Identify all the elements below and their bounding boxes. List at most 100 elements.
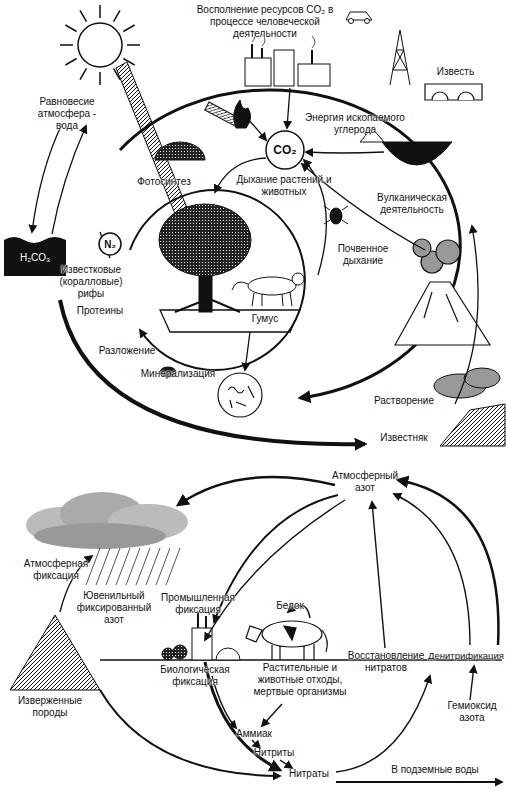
text-label: Денитрификация bbox=[428, 650, 504, 662]
nitrogen-flow-arrows bbox=[280, 760, 292, 768]
nitrogen-flow-arrows bbox=[336, 676, 430, 772]
text-label: Протеины bbox=[70, 305, 130, 317]
carbon-flow-arrows bbox=[455, 226, 478, 404]
circle-outline bbox=[266, 131, 304, 169]
text-label: Нитриты bbox=[250, 747, 298, 759]
animals bbox=[160, 206, 348, 377]
text-label: Атмосферная фиксация bbox=[18, 558, 94, 582]
animals bbox=[248, 277, 296, 295]
nitrogen-flow-arrows bbox=[252, 740, 260, 748]
circle-node: CO₂ bbox=[265, 130, 305, 170]
text-label: Растворение bbox=[368, 395, 440, 407]
carbon-flow-arrows bbox=[245, 332, 250, 370]
fertilizer-factory bbox=[162, 612, 240, 660]
cow bbox=[246, 626, 262, 642]
equilibrium-arrows bbox=[32, 124, 62, 232]
nitrogen-flow-arrows bbox=[205, 500, 345, 640]
text-label: Энергия ископаемого углерода bbox=[305, 112, 405, 136]
sun bbox=[78, 23, 122, 67]
microbe-circle bbox=[218, 373, 262, 417]
text-label: Восполнение ресурсов CO₂ в процессе чело… bbox=[190, 4, 340, 40]
factory bbox=[298, 64, 330, 86]
cow bbox=[284, 626, 296, 640]
carbon-flow-arrows bbox=[100, 88, 478, 404]
factory bbox=[252, 44, 312, 64]
fertilizer-factory bbox=[162, 648, 174, 660]
text-label: Атмосферный азот bbox=[330, 470, 400, 494]
igneous-mountain bbox=[10, 615, 100, 690]
ocean-water bbox=[4, 237, 66, 276]
factory bbox=[274, 50, 294, 86]
nitrogen-flow-arrows bbox=[470, 666, 474, 700]
text-label: Изверженные породы bbox=[8, 695, 92, 719]
inner-cycle-arrow bbox=[130, 190, 305, 370]
volcano bbox=[424, 292, 458, 322]
fertilizer-factory bbox=[216, 648, 240, 660]
outer-cycle-arrow bbox=[120, 90, 460, 398]
text-label: Разложение bbox=[95, 345, 159, 357]
oil-derrick bbox=[390, 30, 410, 85]
microbe-circle bbox=[228, 386, 254, 408]
lime-kiln-bridge bbox=[425, 84, 482, 100]
fossil-fuel-basin bbox=[382, 142, 452, 165]
lime-kiln-bridge bbox=[425, 84, 482, 100]
node-text: N₂ bbox=[98, 232, 122, 256]
circle-outline bbox=[99, 233, 121, 255]
soil-humus bbox=[160, 310, 300, 332]
nitrogen-flow-arrows bbox=[60, 477, 502, 782]
rain-cloud bbox=[86, 548, 180, 585]
nitrogen-flow-arrows bbox=[394, 494, 470, 645]
nitrogen-flow-arrows bbox=[372, 502, 385, 648]
circle-node: N₂ bbox=[98, 232, 122, 256]
text-label: Растительные и животные отходы, мертвые … bbox=[250, 662, 350, 698]
car bbox=[346, 12, 372, 24]
node-text: CO₂ bbox=[265, 130, 305, 170]
microbe-circle bbox=[218, 373, 262, 417]
rain-cloud bbox=[34, 523, 166, 549]
nitrogen-flow-arrows bbox=[262, 704, 282, 726]
text-label: Известковые (коралловые) рифы bbox=[58, 264, 124, 300]
equilibrium-arrows bbox=[32, 124, 86, 234]
fertilizer-factory bbox=[173, 645, 187, 659]
nitrogen-flow-arrows bbox=[178, 477, 335, 505]
car bbox=[365, 19, 370, 24]
reef-to-limestone-arrow bbox=[60, 300, 365, 444]
animals bbox=[330, 208, 342, 224]
tree bbox=[159, 204, 251, 276]
text-label: Восстановление нитратов bbox=[345, 650, 427, 674]
factory bbox=[245, 58, 271, 86]
ocean-water bbox=[4, 237, 66, 276]
cow bbox=[272, 630, 327, 660]
text-label: Почвенное дыхание bbox=[328, 243, 398, 267]
text-label: Известняк bbox=[368, 432, 440, 444]
lime-kiln-bridge bbox=[432, 92, 474, 100]
text-label: Биологическая фиксация bbox=[150, 664, 240, 688]
animals bbox=[232, 282, 292, 306]
limestone-rocks bbox=[440, 404, 505, 446]
text-label: Промышленная фиксация bbox=[158, 592, 238, 616]
text-label: Равновесие атмосфера - вода bbox=[28, 96, 106, 132]
limestone-rocks bbox=[434, 368, 505, 446]
animals bbox=[324, 206, 348, 224]
volcano bbox=[436, 240, 460, 264]
log-and-fire bbox=[205, 100, 251, 128]
text-label: Аммиак bbox=[232, 728, 276, 740]
text-label: В подземные воды bbox=[380, 764, 490, 776]
text-label: Нитраты bbox=[282, 768, 336, 780]
carbon-flow-arrows bbox=[306, 152, 384, 153]
nitrogen-flow-arrows bbox=[100, 690, 280, 776]
inner-cycle-arrow bbox=[130, 190, 305, 370]
car bbox=[349, 19, 354, 24]
animals bbox=[292, 273, 304, 285]
mound bbox=[155, 142, 205, 160]
text-label: Ювенильный фиксированный азот bbox=[72, 590, 156, 626]
cow bbox=[246, 621, 327, 660]
oil-derrick bbox=[390, 30, 410, 85]
text-label: Белок bbox=[268, 600, 312, 612]
limestone-rocks bbox=[464, 368, 500, 388]
mound bbox=[155, 142, 205, 160]
equilibrium-arrows bbox=[52, 126, 86, 234]
text-label: Фотосинтез bbox=[128, 176, 200, 188]
tree bbox=[159, 204, 251, 312]
